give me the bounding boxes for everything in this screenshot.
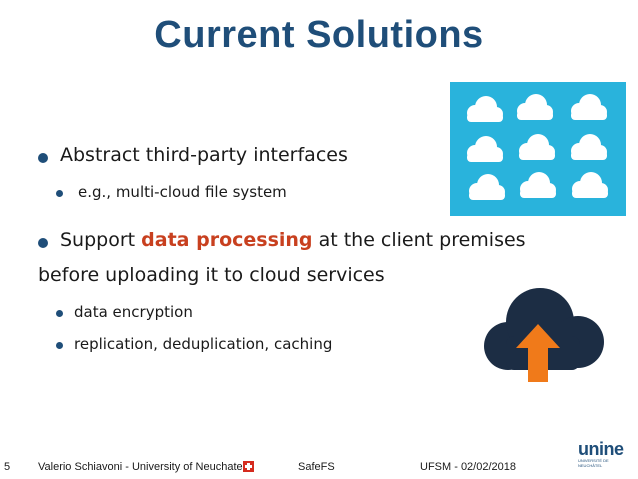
page-number: 5 [4,461,11,473]
cloud-grid-icon [450,82,626,216]
logo-word: unine [578,439,624,459]
slide-title: Current Solutions [154,14,484,56]
sub-bullet-encryption: data encryption [74,303,193,321]
bullet-data-processing: Support data processing at the client pr… [60,229,526,251]
sub-bullet-replication: replication, deduplication, caching [74,335,333,353]
bullet-abstract-interfaces: Abstract third-party interfaces [60,144,348,166]
bullet-text-part: at the client premises [312,229,526,251]
highlight-data-processing: data processing [141,229,313,251]
footer-title: SafeFS [298,461,335,473]
swiss-flag-icon [243,461,254,472]
bullet-data-processing-line2: before uploading it to cloud services [38,264,385,286]
footer-author: Valerio Schiavoni - University of Neucha… [38,461,246,473]
sub-bullet-multicloud: e.g., multi-cloud file system [78,183,287,201]
unine-logo: unine UNIVERSITÉ DE NEUCHÂTEL [578,440,630,474]
logo-subtitle: UNIVERSITÉ DE NEUCHÂTEL [578,458,609,468]
bullet-dot [56,190,63,197]
footer-date: UFSM - 02/02/2018 [420,461,516,473]
bullet-dot [38,153,48,163]
bullet-dot [56,310,63,317]
bullet-dot [38,238,48,248]
bullet-dot [56,342,63,349]
bullet-text-part: Support [60,229,142,251]
cloud-upload-icon [478,282,610,386]
